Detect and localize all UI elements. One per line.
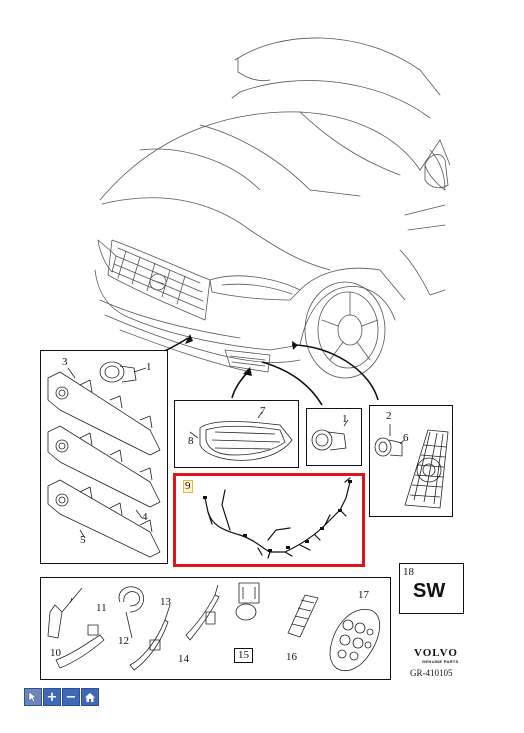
select-button[interactable]	[24, 688, 42, 706]
callout-17: 17	[358, 589, 369, 601]
callout-11: 11	[96, 602, 107, 614]
callout-1-sensor: 1	[342, 413, 348, 425]
callout-8: 8	[188, 435, 194, 447]
callout-7: 7	[260, 405, 266, 417]
bracket-parts-box	[40, 350, 168, 564]
callout-1-bracket-sensor: 1	[146, 361, 152, 373]
software-label: SW	[413, 580, 446, 602]
zoom-in-icon: +	[46, 689, 58, 705]
drawing-code: GR-410105	[410, 668, 453, 678]
callout-6: 6	[403, 432, 409, 444]
home-icon	[85, 692, 95, 702]
callout-9: 9	[183, 480, 193, 493]
software-box	[399, 563, 464, 614]
sensor-holder-box	[369, 405, 453, 517]
callout-4: 4	[142, 511, 148, 523]
viewer-toolbar: + −	[24, 688, 99, 706]
callout-12: 12	[118, 635, 129, 647]
zoom-in-button[interactable]: +	[43, 688, 61, 706]
zoom-out-button[interactable]: −	[62, 688, 80, 706]
callout-16: 16	[286, 651, 297, 663]
callout-13: 13	[160, 596, 171, 608]
zoom-out-icon: −	[65, 689, 77, 705]
cursor-icon	[28, 691, 38, 703]
brand-name: VOLVO	[414, 647, 458, 659]
brand-tagline: GENUINE PARTS	[422, 659, 459, 664]
callout-14: 14	[178, 653, 189, 665]
callout-5: 5	[80, 534, 86, 546]
home-button[interactable]	[81, 688, 99, 706]
callout-18: 18	[403, 566, 414, 578]
callout-15: 15	[234, 648, 253, 663]
callout-10: 10	[50, 647, 61, 659]
wiring-harness-box[interactable]	[173, 473, 365, 567]
callout-3: 3	[62, 356, 68, 368]
callout-2: 2	[386, 410, 392, 422]
parking-sensor-box	[306, 408, 362, 466]
grille-trim-box	[174, 400, 299, 468]
